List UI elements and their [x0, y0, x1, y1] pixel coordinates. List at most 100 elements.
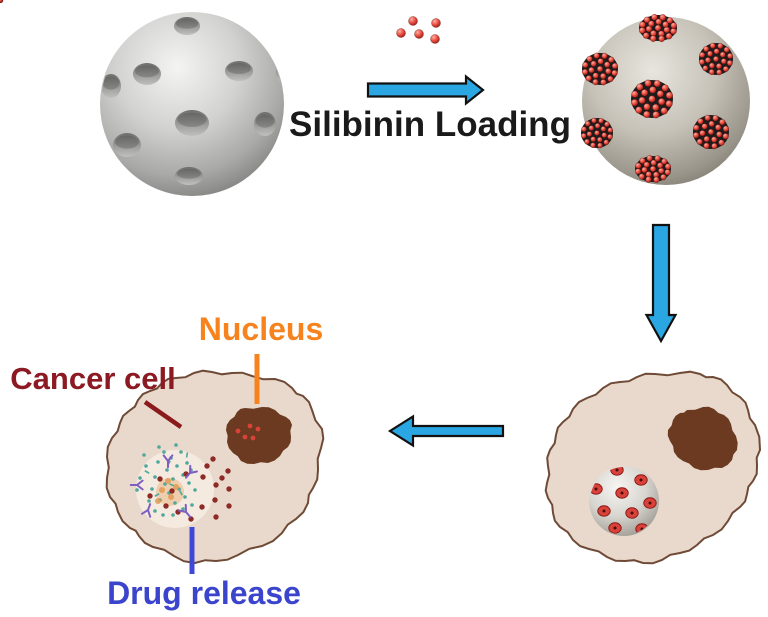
drug-ball — [603, 139, 610, 146]
sphere-body — [100, 12, 284, 196]
drug-cluster — [638, 13, 678, 43]
pore-shadow — [227, 63, 251, 74]
pore — [101, 74, 121, 98]
drug-ball — [638, 173, 646, 180]
drug-ball — [640, 89, 649, 97]
drug-ball — [722, 133, 729, 140]
released-molecule-teal — [153, 475, 157, 479]
silibinin-dot — [408, 16, 418, 26]
drug-ball — [703, 142, 710, 150]
drug-ball — [649, 35, 657, 42]
drug-ball — [649, 165, 657, 173]
drug-ball — [592, 78, 599, 86]
pore-shadow — [177, 112, 207, 127]
drug-ball — [703, 135, 710, 143]
cell-nucleus — [226, 407, 292, 464]
released-molecule-teal — [142, 453, 146, 457]
pore — [254, 112, 276, 136]
released-molecule-purple — [140, 503, 152, 518]
drug-ball — [607, 127, 614, 134]
drug-ball — [597, 142, 603, 149]
drug-ball — [670, 22, 678, 29]
drug-spot-center — [639, 478, 643, 482]
drug-ball — [603, 61, 611, 68]
drug-ball — [611, 69, 618, 77]
released-molecule-teal — [187, 481, 191, 485]
drug-ball — [720, 58, 727, 65]
drug-ball — [652, 111, 660, 119]
drug-ball — [656, 162, 664, 169]
drug-ball — [607, 56, 615, 63]
released-molecule-orange — [159, 487, 165, 493]
drug-ball — [654, 24, 662, 32]
released-molecule-purple — [184, 464, 198, 479]
released-molecule-purple — [162, 454, 174, 469]
cancer-cell-with-nanoparticle — [544, 370, 762, 565]
released-molecule-orange — [155, 498, 161, 504]
released-molecule-teal — [156, 460, 160, 464]
drug-ball — [660, 158, 668, 165]
mesoporous-nanoparticle — [100, 12, 284, 196]
drug-ball — [726, 59, 733, 67]
released-molecule-teal — [179, 450, 183, 454]
pore — [174, 17, 200, 35]
drug-ball — [597, 58, 604, 65]
drug-ball — [638, 27, 646, 34]
drug-ball — [722, 65, 729, 73]
drug-ball — [657, 97, 666, 106]
drug-ball — [702, 65, 709, 72]
drug-ball — [600, 126, 607, 132]
drug-ball — [658, 35, 665, 43]
released-drug-dot — [199, 504, 205, 510]
nucleus-label: Nucleus — [199, 311, 323, 347]
released-molecule-teal — [162, 450, 166, 454]
drug-ball — [0, 0, 4, 4]
drug-ball — [601, 52, 608, 60]
drug-ball — [666, 17, 674, 24]
released-molecule-teal — [181, 507, 185, 511]
drug-ball — [631, 90, 639, 98]
released-molecule-teal — [171, 477, 175, 481]
drug-ball — [590, 60, 597, 68]
released-molecule-teal — [174, 443, 178, 447]
drug-ball — [727, 52, 734, 60]
drug-ball — [596, 65, 604, 73]
drug-ball — [581, 68, 589, 76]
pore-shadow — [255, 114, 275, 128]
drug-ball — [723, 46, 730, 53]
released-molecule-teal — [147, 499, 151, 503]
released-molecule-teal — [173, 501, 177, 505]
pore — [225, 61, 253, 81]
drug-ball — [718, 118, 726, 126]
drug-ball — [708, 62, 715, 69]
drug-ball — [714, 124, 722, 131]
cancer-cell-label: Cancer cell — [10, 361, 175, 396]
released-molecule-teal — [185, 461, 189, 465]
released-drug-dot — [226, 503, 232, 509]
released-molecule-teal — [135, 488, 139, 492]
drug-ball — [704, 57, 712, 64]
drug-ball — [660, 173, 667, 181]
drug-ball — [656, 90, 665, 98]
drug-ball — [718, 139, 725, 146]
drug-ball — [598, 117, 604, 124]
drug-ball — [664, 163, 672, 170]
drug-ball — [607, 75, 614, 83]
release-arrow-left-icon — [387, 414, 505, 448]
arrow-right — [366, 74, 485, 106]
drug-ball — [696, 138, 704, 146]
drug-ball — [670, 27, 677, 35]
drug-ball — [635, 106, 643, 114]
drug-ball — [660, 107, 668, 115]
pore-shadow — [175, 18, 199, 29]
rim-drug-cluster — [0, 0, 4, 4]
drug-spot-center — [602, 509, 606, 513]
drug-ball — [642, 32, 650, 39]
drug-ball — [643, 103, 651, 111]
drug-ball — [636, 83, 644, 91]
drug-ball — [710, 136, 718, 143]
drug-spot-center — [615, 468, 619, 472]
drug-ball — [722, 125, 730, 133]
nucleus-drug-dot — [247, 423, 253, 429]
